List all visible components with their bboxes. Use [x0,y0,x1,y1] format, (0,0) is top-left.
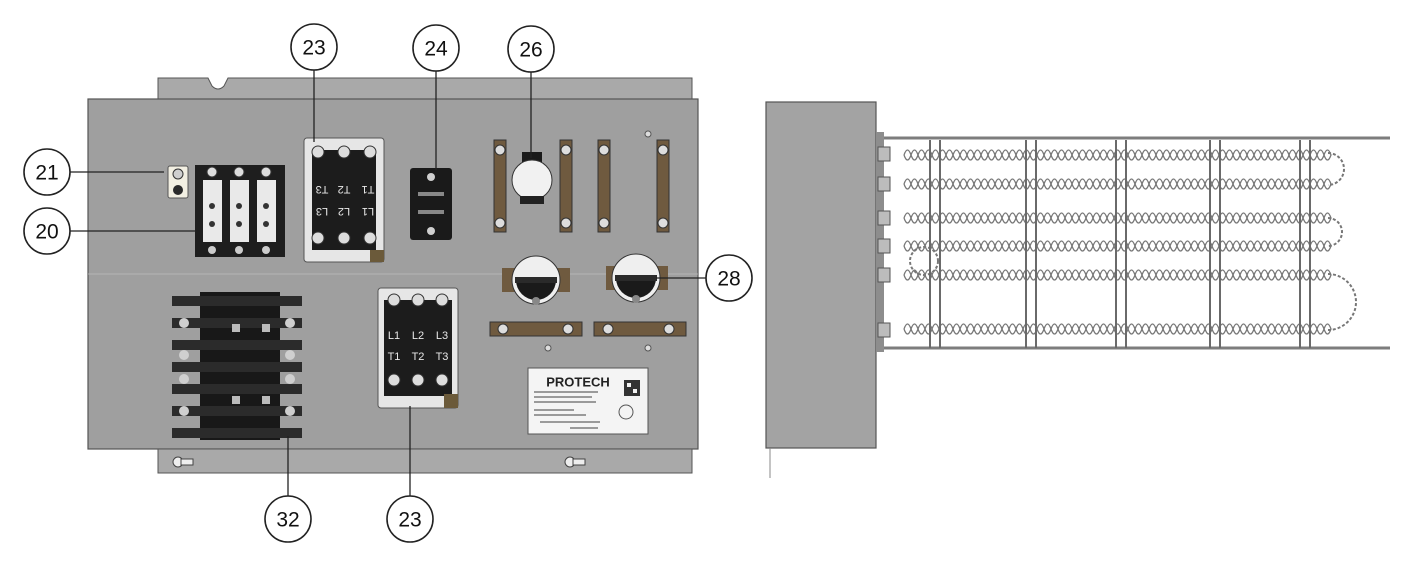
contactor-lower-l1: L1 [388,330,400,342]
contactor-upper-t2: T2 [338,183,351,195]
nameplate: PROTECH [527,367,649,435]
coil-row [903,240,1332,252]
callout-20-label: 20 [35,221,58,244]
fan-limit-left [502,255,570,305]
heating-coils [903,149,1357,335]
keyhole-right [564,456,586,468]
coil-supports [929,140,1311,348]
callout-21-label: 21 [35,162,58,185]
contactor-lower: L1 L2 L3 T1 T2 T3 [377,287,459,409]
limit-straps [493,130,670,233]
keyhole-left [172,456,194,468]
thermostat [511,152,553,204]
callout-23-bottom-label: 23 [398,509,421,532]
coil-end-loop [1327,273,1357,331]
coil-end-loop [1327,217,1343,247]
callout-23-top: 23 [290,23,338,71]
coil-end-loop [1327,152,1345,186]
contactor-upper-t1: T1 [362,183,375,195]
callout-32-label: 32 [276,509,299,532]
callout-28-label: 28 [717,268,740,291]
fan-limit-right [606,253,668,303]
callout-21: 21 [23,148,71,196]
coil-row [903,149,1332,161]
contactor-upper-l3: L3 [316,205,328,217]
callout-26-label: 26 [519,39,542,62]
contactor-upper-l2: L2 [338,205,350,217]
leader-lines [70,70,706,496]
coil-end-loop [909,246,939,276]
callout-24: 24 [412,24,460,72]
relay [410,168,452,240]
callout-28: 28 [705,254,753,302]
coil-row [903,212,1332,224]
nameplate-brand: PROTECH [546,375,610,390]
callout-20: 20 [23,207,71,255]
contactor-upper-t3: T3 [316,183,329,195]
callout-26: 26 [507,25,555,73]
contactor-lower-t1: T1 [388,351,401,363]
contactor-upper-l1: L1 [362,205,374,217]
contactor-lower-t3: T3 [436,351,449,363]
callout-23-top-label: 23 [302,37,325,60]
coil-row [903,269,1332,281]
callout-24-label: 24 [424,38,448,61]
contactor-lower-l2: L2 [412,330,424,342]
contactor-lower-l3: L3 [436,330,448,342]
coil-row [903,178,1332,190]
fuse-block [195,165,285,257]
indicator-light [167,165,189,199]
contactor-upper: T3 T2 T1 L3 L2 L1 [303,137,385,263]
callout-32: 32 [264,495,312,543]
bus-straps-lower [489,321,687,352]
contactor-lower-t2: T2 [412,351,425,363]
heater-assembly [765,101,1390,478]
callout-23-bottom: 23 [386,495,434,543]
coil-row [903,323,1332,335]
terminal-block [172,292,302,440]
